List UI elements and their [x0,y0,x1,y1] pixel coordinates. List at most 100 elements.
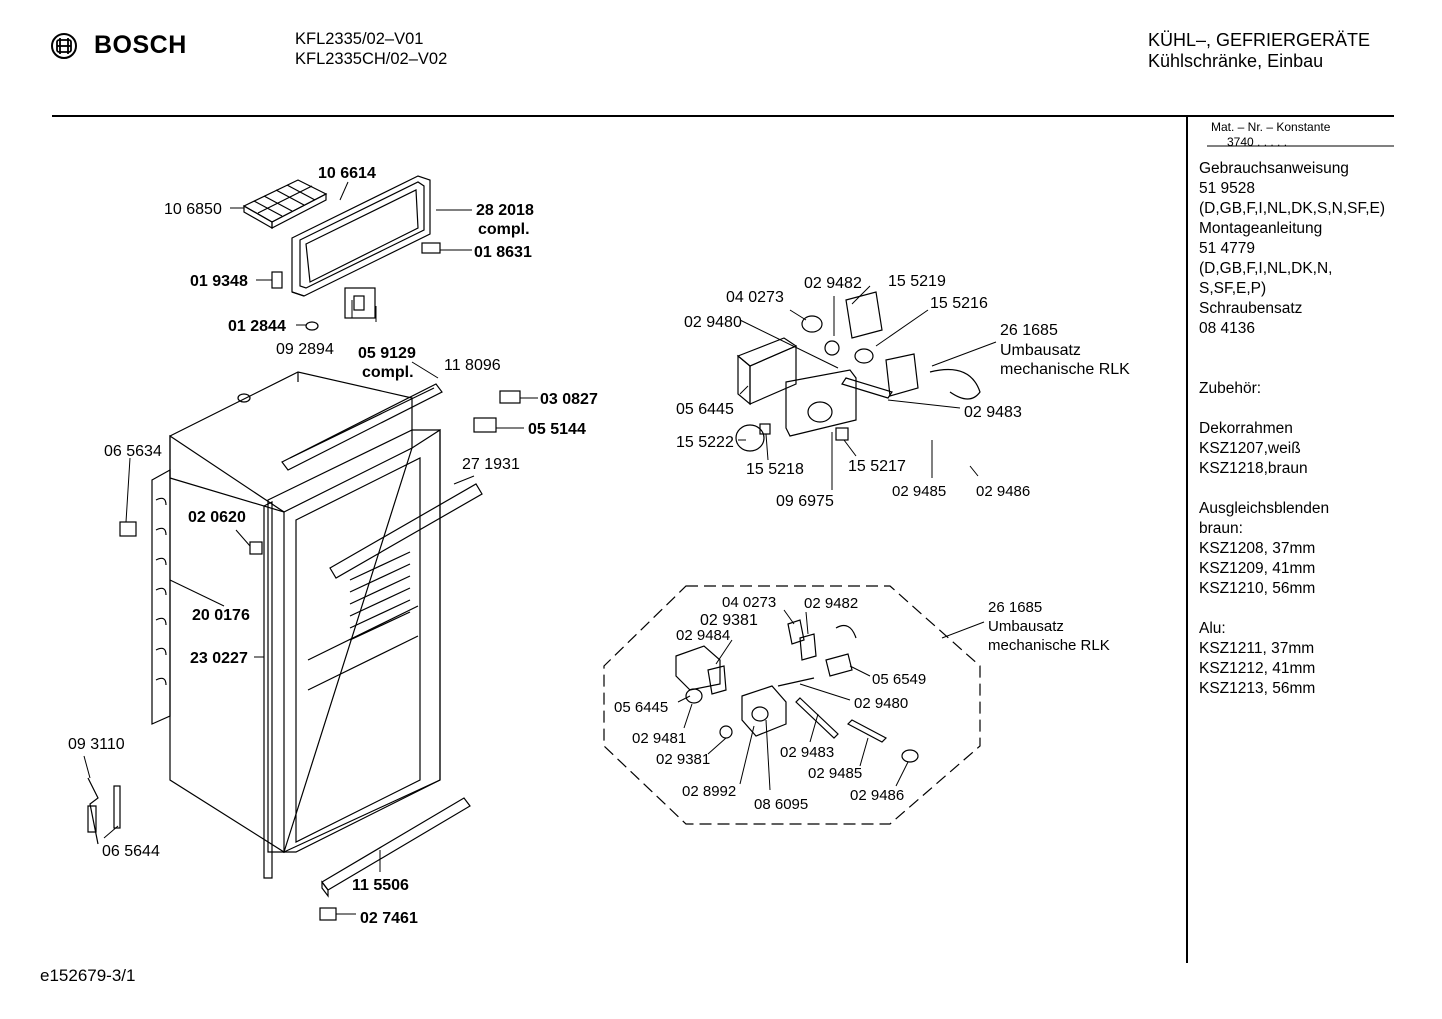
condenser-coil [151,468,171,725]
part-029381-kit-b: 02 9381 [656,751,710,768]
sidebar-line: 51 4779 [1199,240,1256,257]
part-029480-top: 02 9480 [684,314,742,331]
fitting-065634 [119,521,137,537]
freezer-door [291,175,431,297]
category-title: KÜHL–, GEFRIERGERÄTE [1148,30,1371,50]
part-029486-kit: 02 9486 [850,787,904,804]
part-030827: 03 0827 [540,391,598,408]
sidebar-line: KSZ1208, 37mm [1199,540,1316,557]
part-018631: 01 8631 [474,244,532,261]
sidebar-line: Schraubensatz [1199,300,1303,317]
hinge-bracket [344,287,376,319]
part-065634: 06 5634 [104,443,162,460]
sidebar-notes: Gebrauchsanweisung 51 9528 (D,GB,F,I,NL,DK… [1199,159,1385,699]
sidebar-line: KSZ1211, 37mm [1199,640,1315,657]
part-096975: 09 6975 [776,493,834,510]
sensor-sleeve [113,785,121,829]
sidebar-line: KSZ1210, 56mm [1199,580,1316,597]
part-155217: 15 5217 [848,458,906,475]
sidebar-line: 08 4136 [1199,320,1256,337]
drawing-reference: e152679-3/1 [40,966,136,985]
part-012844: 01 2844 [228,318,286,335]
part-056549: 05 6549 [872,671,926,688]
part-115506: 11 5506 [352,877,409,894]
part-155218: 15 5218 [746,461,804,478]
thermostat-assembly-kit [675,619,919,763]
part-059129-compl: compl. [362,364,414,381]
part-106850: 10 6850 [164,201,222,218]
part-029482-top: 02 9482 [804,275,862,292]
sidebar-line: KSZ1207,weiß [1199,440,1301,457]
part-200176: 20 0176 [192,607,250,624]
ice-cube-tray [242,179,328,230]
part-282018: 28 2018 [476,202,534,219]
sidebar-line: (D,GB,F,I,NL,DK,S,N,SF,E) [1199,200,1386,217]
part-261685-kit: 26 1685 [988,599,1042,616]
part-118096: 11 8096 [444,357,501,374]
sidebar-line: Montageanleitung [1199,220,1323,237]
part-282018-compl: compl. [478,221,530,238]
umbausatz-kit: Umbausatz [988,618,1064,635]
part-055144: 05 5144 [528,421,586,438]
sidebar-line: Dekorrahmen [1199,420,1293,437]
part-028992: 02 8992 [682,783,736,800]
part-040273-top: 04 0273 [726,289,784,306]
part-020620: 02 0620 [188,509,246,526]
washer [305,321,319,331]
mechrlk-kit: mechanische RLK [988,637,1110,654]
sidebar-line: KSZ1212, 41mm [1199,660,1316,677]
part-056445-kit: 05 6445 [614,699,668,716]
part-059129: 05 9129 [358,345,416,362]
part-029485-kit: 02 9485 [808,765,862,782]
door-clip [421,242,441,254]
part-230227: 23 0227 [190,650,248,667]
sidebar-line: Gebrauchsanweisung [1199,160,1349,177]
sidebar-line: Alu: [1199,620,1226,637]
part-040273-kit: 04 0273 [722,594,776,611]
gasket-strip [329,483,483,579]
fitting-055144 [473,417,497,433]
part-086095: 08 6095 [754,796,808,813]
part-029481: 02 9481 [632,730,686,747]
model-number-2: KFL2335CH/02–V02 [295,50,448,68]
part-056445-top: 05 6445 [676,401,734,418]
part-271931: 27 1931 [462,456,520,473]
part-labels: 10 6614 10 6850 28 2018 compl. 01 8631 0… [68,165,1130,927]
part-029482-kit: 02 9482 [804,595,858,612]
sidebar-line: KSZ1213, 56mm [1199,680,1316,697]
umbausatz-top: Umbausatz [1000,342,1081,359]
thermostat-assembly-top [735,291,981,452]
matnr-label: Mat. – Nr. – Konstante [1211,120,1331,134]
mechrlk-top: mechanische RLK [1000,361,1130,378]
part-092894: 09 2894 [276,341,334,358]
part-029480-kit: 02 9480 [854,695,908,712]
foot-027461 [319,907,337,921]
part-261685-top: 26 1685 [1000,322,1058,339]
subcategory-title: Kühlschränke, Einbau [1148,51,1324,71]
sidebar-line: KSZ1209, 41mm [1199,560,1316,577]
door-latch [271,271,283,289]
bosch-armature-icon [51,32,77,59]
part-065644: 06 5644 [102,843,160,860]
model-number-1: KFL2335/02–V01 [295,30,424,48]
part-029485-top: 02 9485 [892,483,946,500]
sidebar-line: Zubehör: [1199,380,1262,397]
sidebar-line: KSZ1218,braun [1199,460,1308,477]
leader-lines [83,181,997,915]
fitting-030827 [499,390,521,404]
sidebar-line: 51 9528 [1199,180,1256,197]
part-093110: 09 3110 [68,736,125,753]
brand-name: BOSCH [94,31,187,59]
side-strip [263,501,273,879]
part-029486-top: 02 9486 [976,483,1030,500]
part-029483-top: 02 9483 [964,404,1022,421]
part-029483-kit: 02 9483 [780,744,834,761]
fitting-020620 [249,541,263,555]
part-155219: 15 5219 [888,273,946,290]
sidebar-line: S,SF,E,P) [1199,280,1267,297]
sidebar-line: Ausgleichsblenden [1199,500,1330,517]
part-019348: 01 9348 [190,273,248,290]
part-027461: 02 7461 [360,910,418,927]
sensor-cable [87,777,99,845]
